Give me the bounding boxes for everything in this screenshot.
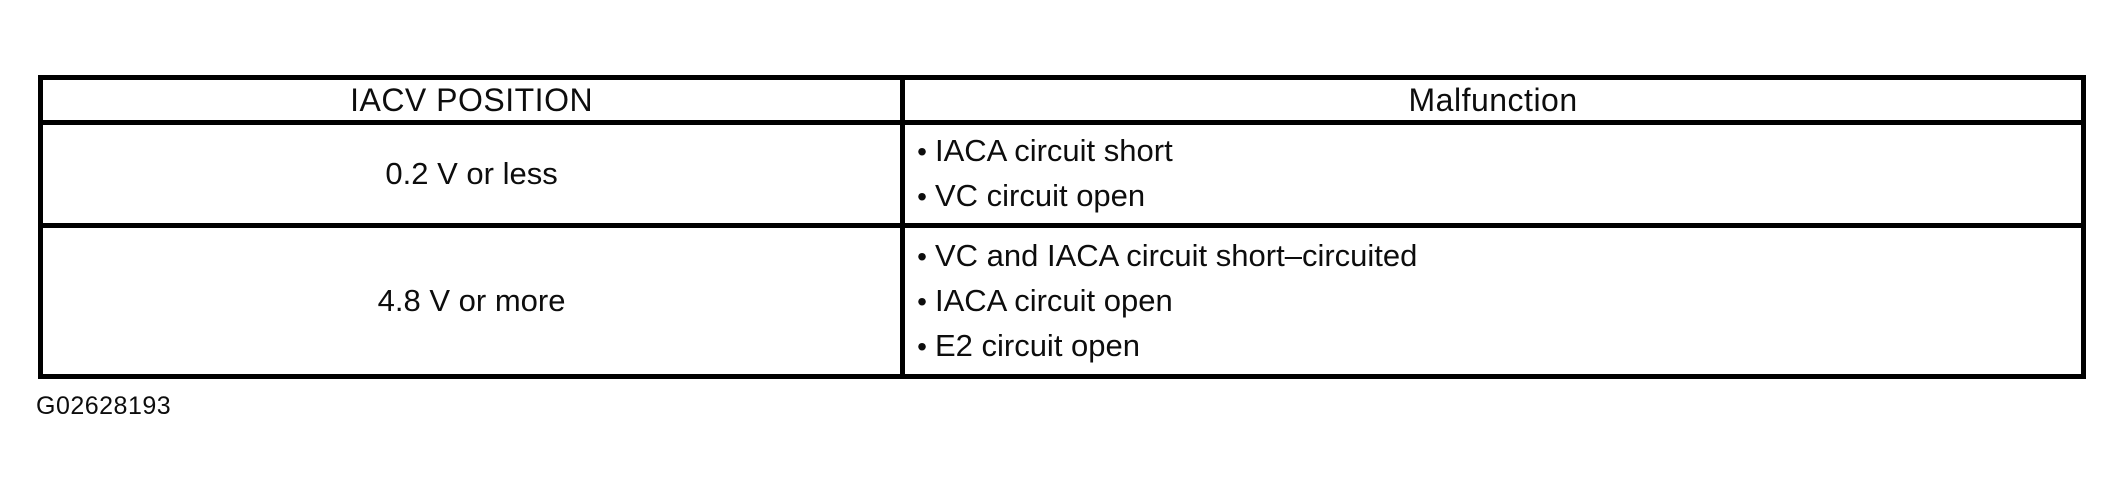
iacv-malfunction-table: IACV POSITION Malfunction 0.2 V or less …	[37, 75, 2086, 379]
malfunction-list: • IACA circuit short • VC circuit open	[900, 120, 2086, 228]
column-header-malfunction: Malfunction	[900, 75, 2086, 125]
malfunction-text: IACA circuit short	[934, 133, 1173, 168]
malfunction-list: • VC and IACA circuit short–circuited • …	[900, 223, 2086, 379]
list-item: • IACA circuit short	[917, 129, 2071, 174]
figure-id: G02628193	[36, 392, 172, 420]
bullet-icon: •	[917, 181, 927, 212]
list-item: • VC circuit open	[917, 174, 2071, 219]
list-item: • IACA circuit open	[917, 279, 2071, 324]
table-header-row: IACV POSITION Malfunction	[37, 75, 2086, 125]
table-row: 0.2 V or less • IACA circuit short • VC …	[37, 120, 2086, 228]
table-row: 4.8 V or more • VC and IACA circuit shor…	[37, 223, 2086, 379]
bullet-icon: •	[917, 285, 927, 317]
column-header-iacv-position: IACV POSITION	[37, 75, 906, 125]
iacv-position-value: 4.8 V or more	[37, 223, 906, 379]
iacv-position-value: 0.2 V or less	[37, 120, 906, 228]
bullet-icon: •	[917, 136, 927, 167]
malfunction-text: E2 circuit open	[934, 327, 1141, 363]
malfunction-text: VC and IACA circuit short–circuited	[934, 237, 1418, 273]
bullet-icon: •	[917, 240, 927, 272]
malfunction-text: IACA circuit open	[934, 282, 1173, 318]
bullet-icon: •	[917, 330, 927, 362]
malfunction-text: VC circuit open	[934, 178, 1146, 213]
list-item: • E2 circuit open	[917, 324, 2071, 369]
list-item: • VC and IACA circuit short–circuited	[917, 234, 2071, 279]
